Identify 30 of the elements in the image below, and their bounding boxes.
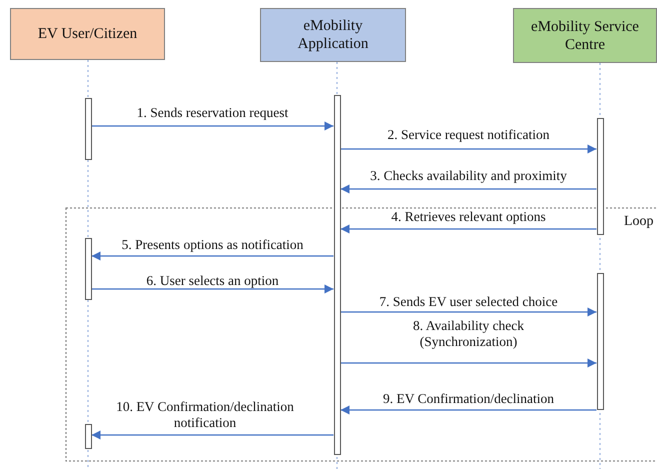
message-label: 5. Presents options as notification (122, 237, 304, 253)
message-arrow (340, 358, 596, 368)
message-label: 4. Retrieves relevant options (391, 209, 546, 225)
loop-label: Loop (624, 214, 654, 230)
message-arrow (340, 144, 596, 154)
message-label: 10. EV Confirmation/declination notification (115, 399, 295, 431)
message-label: 3. Checks availability and proximity (370, 168, 567, 184)
activation-bar (596, 118, 604, 235)
message-label: 1. Sends reservation request (136, 105, 288, 121)
activation-bar (84, 238, 92, 300)
participant-box: eMobility Service Centre (513, 8, 657, 63)
message-arrow (92, 284, 334, 294)
activation-bar (334, 95, 340, 455)
message-label: 8. Availability check (Synchronization) (412, 318, 526, 350)
message-label: 9. EV Confirmation/declination (382, 391, 554, 407)
message-arrow (92, 122, 334, 130)
participant-box: EV User/Citizen (10, 8, 165, 60)
activation-bar (84, 424, 92, 449)
activation-bar (84, 98, 92, 160)
message-label: 6. User selects an option (146, 273, 279, 289)
message-arrow (340, 406, 596, 414)
message-arrow (340, 184, 596, 194)
message-arrow (340, 224, 596, 234)
message-arrow (340, 308, 596, 316)
activation-bar (596, 273, 604, 410)
message-label: 7. Sends EV user selected choice (379, 294, 558, 310)
message-arrow (92, 252, 334, 260)
participant-box: eMobility Application (260, 8, 406, 62)
message-arrow (92, 430, 334, 440)
message-label: 2. Service request notification (388, 127, 550, 143)
